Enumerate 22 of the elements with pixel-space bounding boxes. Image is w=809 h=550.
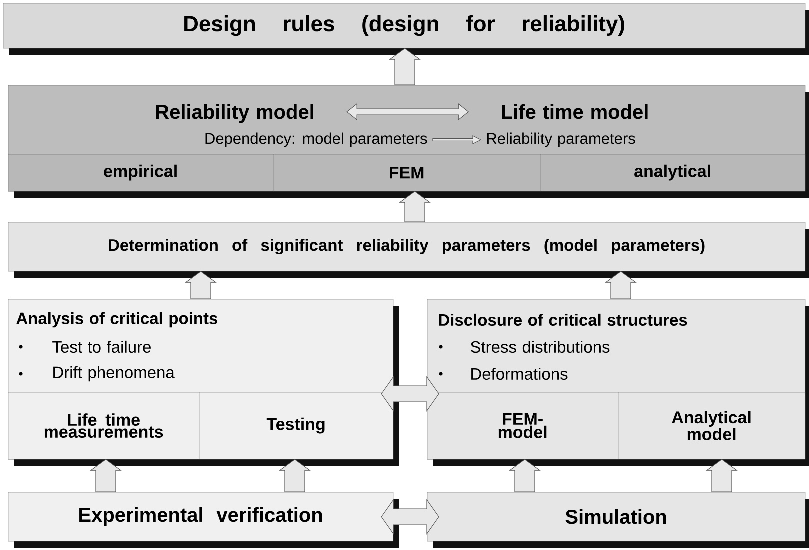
dependency-text: Dependency: model parameters xyxy=(206,132,428,148)
block-arrow xyxy=(399,191,431,222)
process-box: Simulation xyxy=(427,492,809,548)
title-box: Design rules (design for reliability) xyxy=(3,3,809,55)
block-arrow xyxy=(605,271,637,300)
process-box: Experimental verification xyxy=(8,492,399,548)
method-cell: analytical xyxy=(540,154,806,192)
model-heading: Reliability model xyxy=(156,104,314,124)
model-heading: Life time model xyxy=(502,104,648,120)
block-arrow xyxy=(509,459,541,492)
block-arrow xyxy=(90,459,122,492)
process-box: Determination of significant reliability parameters (model parameters) xyxy=(8,222,809,278)
block-arrow xyxy=(185,271,217,300)
block-arrow xyxy=(381,499,440,535)
block-arrow xyxy=(346,103,470,121)
block-arrow xyxy=(279,459,311,492)
block-arrow xyxy=(389,48,421,86)
method-cell: FEM xyxy=(273,154,541,192)
block-arrow xyxy=(706,459,738,492)
block-arrow xyxy=(432,136,482,144)
dependency-text: Reliability parameters xyxy=(487,132,636,148)
method-cell: empirical xyxy=(8,154,274,192)
